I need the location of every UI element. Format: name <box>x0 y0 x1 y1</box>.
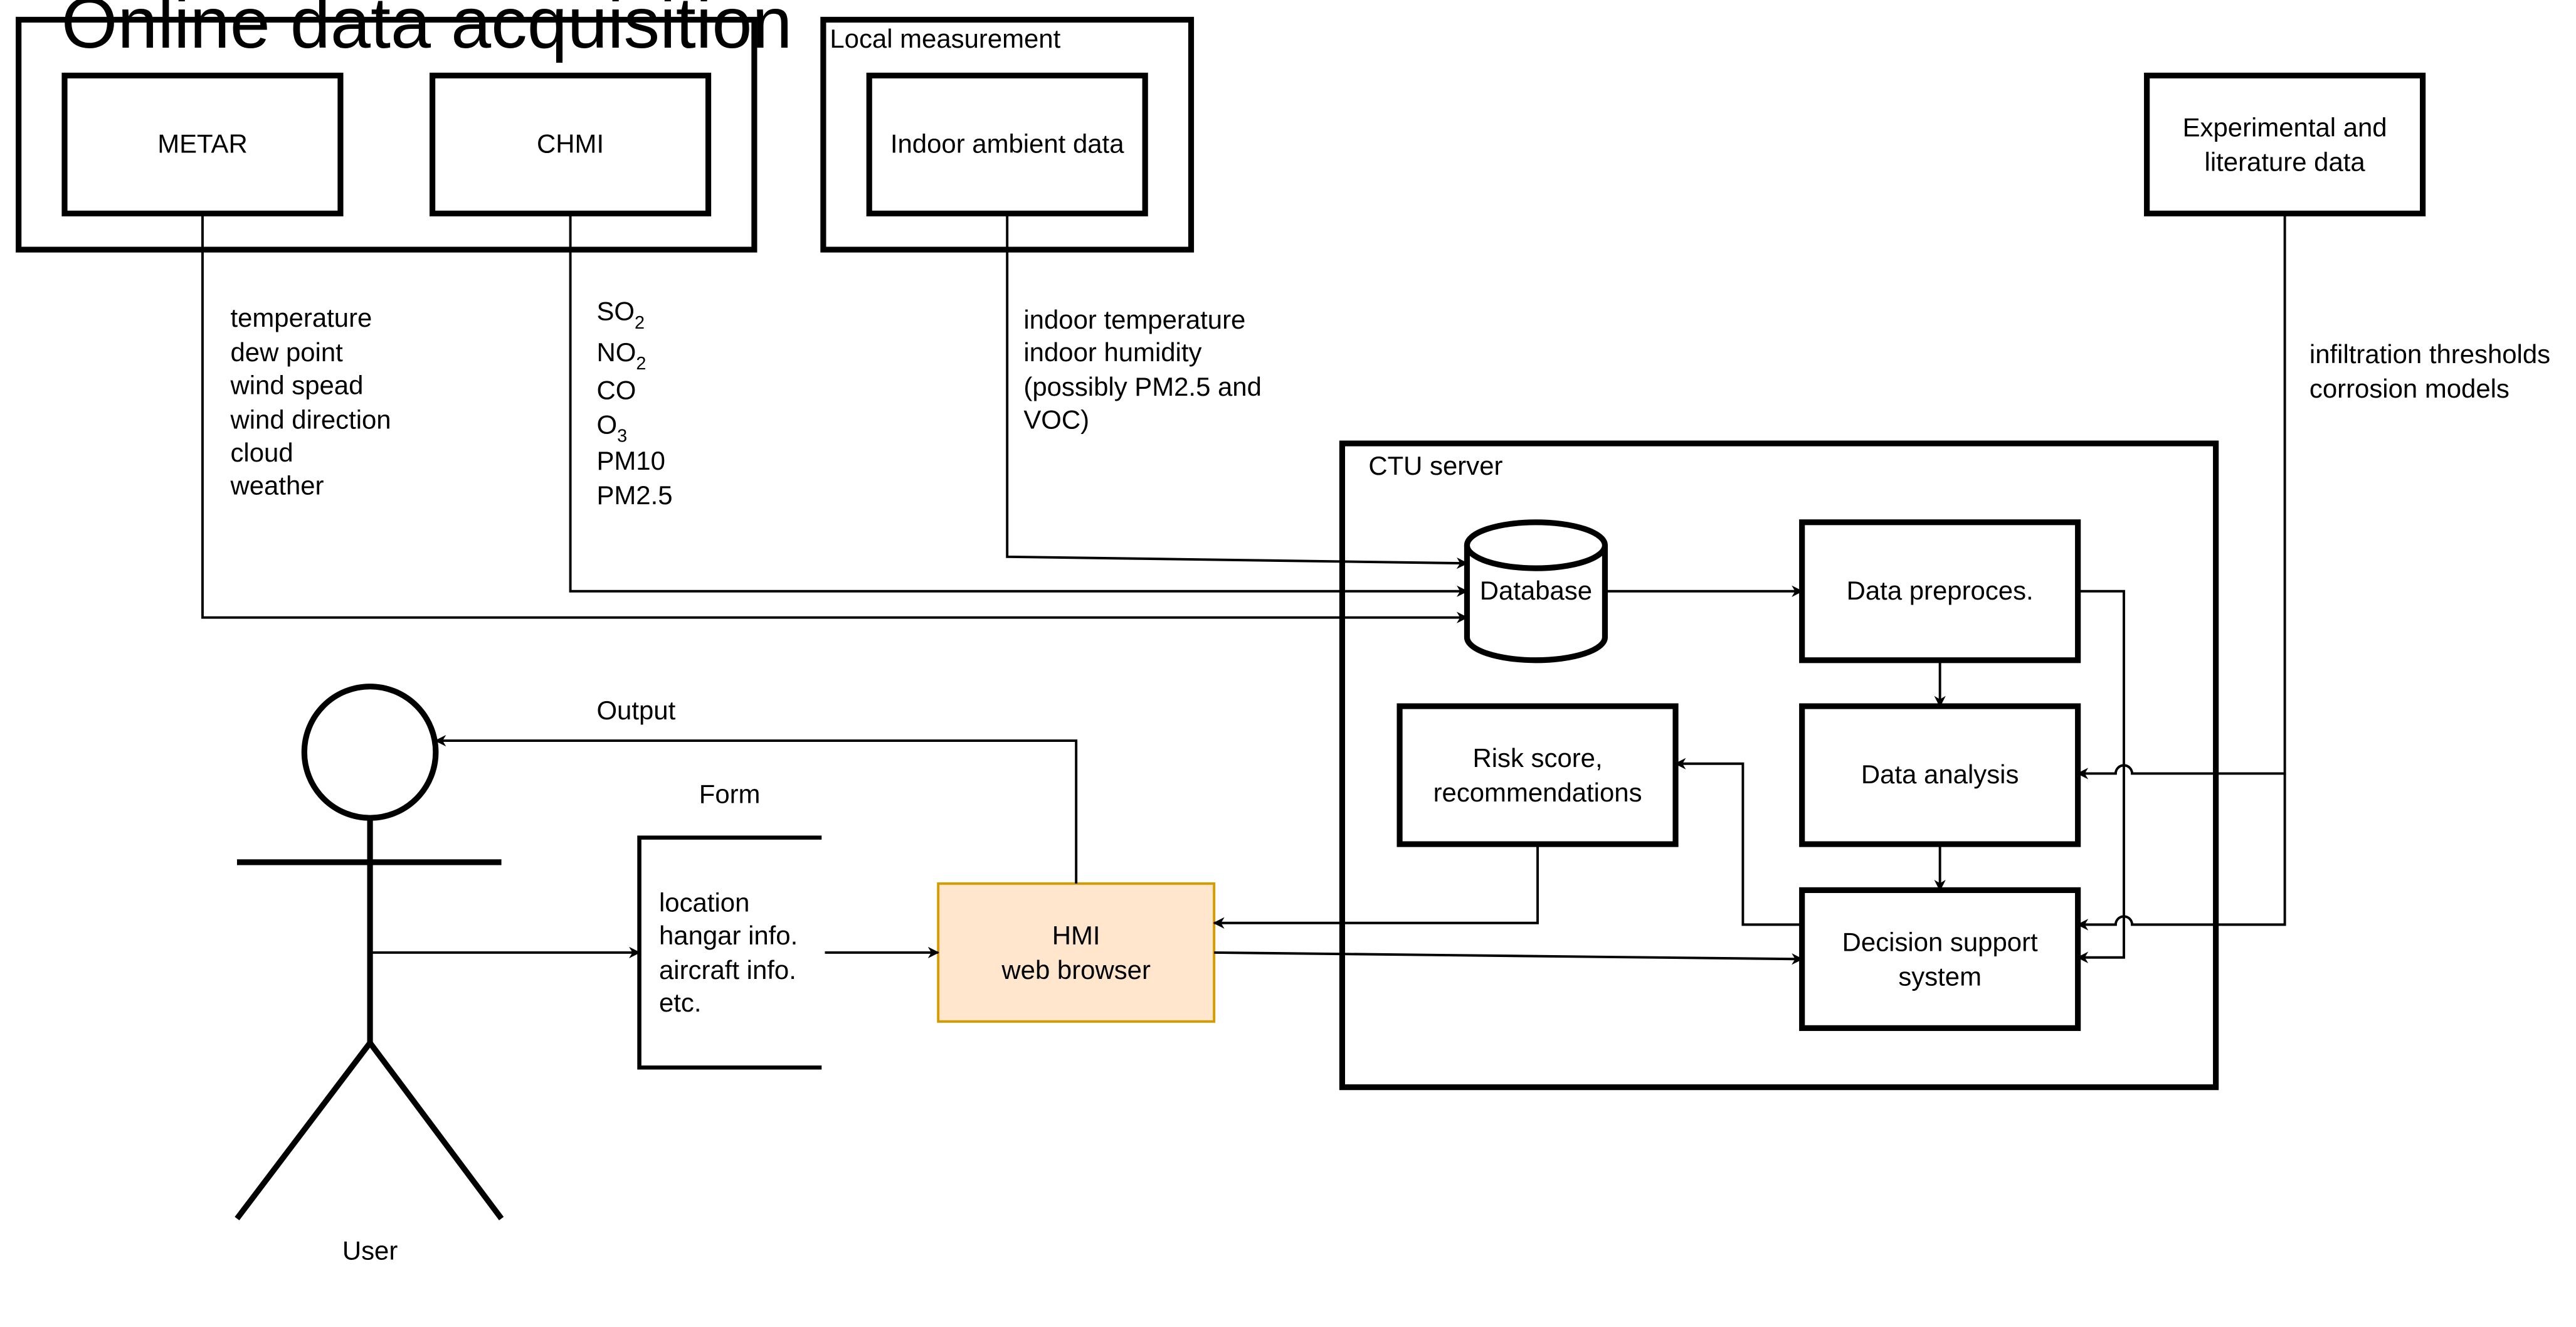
indoor-param: indoor temperature <box>1023 305 1245 334</box>
risk-score-box <box>1396 703 1679 847</box>
hmi-web-browser-box <box>937 882 1216 1023</box>
metar-label: METAR <box>157 129 248 159</box>
chmi-param-no2: NO2 <box>596 337 646 374</box>
metar-param: temperature <box>230 303 372 332</box>
indoor-ambient-label: Indoor ambient data <box>890 129 1124 159</box>
hmi-label-line1: HMI <box>1052 921 1101 950</box>
experimental-param: corrosion models <box>2309 374 2510 403</box>
ctu-server-group <box>1339 440 2219 1091</box>
metar-param: wind direction <box>230 405 391 435</box>
online-acquisition-group <box>16 16 757 253</box>
chmi-parameters: SO2 NO2 CO O3 PM10 PM2.5 <box>596 297 672 510</box>
output-label: Output <box>596 695 675 725</box>
experimental-param: infiltration thresholds <box>2309 339 2550 369</box>
dss-to-risk-edge <box>1674 758 1802 926</box>
form-item: etc. <box>659 988 702 1017</box>
online-acquisition-label: Online data acquisition <box>61 0 793 63</box>
metar-to-database-edge <box>201 213 1469 623</box>
data-analysis-label: Data analysis <box>1861 759 2019 789</box>
indoor-param: indoor humidity <box>1023 337 1201 367</box>
indoor-parameters: indoor temperature indoor humidity (poss… <box>1023 305 1262 435</box>
hmi-to-user-output-edge <box>435 734 1078 884</box>
chmi-param-pm10: PM10 <box>596 446 665 475</box>
chmi-label: CHMI <box>537 129 604 159</box>
experimental-data-box <box>2144 72 2426 217</box>
preproc-to-dss-edge <box>2076 589 2125 963</box>
user-label: User <box>342 1236 398 1266</box>
experimental-data-label-line2: literature data <box>2205 147 2366 176</box>
risk-score-label-line1: Risk score, <box>1472 743 1602 773</box>
decision-support-label-line2: system <box>1898 961 1982 991</box>
chmi-to-database-edge <box>569 213 1469 597</box>
database-cylinder <box>1464 519 1608 664</box>
form-item: location <box>659 887 749 917</box>
decision-support-box <box>1799 887 2081 1031</box>
metar-param: weather <box>230 470 324 500</box>
experimental-parameters: infiltration thresholds corrosion models <box>2309 339 2550 403</box>
hmi-to-dss-edge <box>1214 951 1803 965</box>
experimental-to-dss-edge <box>2076 773 2286 931</box>
data-preproc-label: Data preproces. <box>1847 576 2034 605</box>
chmi-param-o3: O3 <box>596 410 627 446</box>
metar-param: dew point <box>230 337 343 367</box>
risk-to-hmi-edge <box>1213 844 1539 929</box>
decision-support-label-line1: Decision support <box>1842 927 2038 956</box>
form-bracket <box>637 835 822 1070</box>
form-item: hangar info. <box>659 921 798 950</box>
chmi-param-co: CO <box>596 375 636 404</box>
metar-box <box>61 72 344 217</box>
form-title: Form <box>699 780 761 809</box>
indoor-to-database-edge <box>1006 213 1469 569</box>
local-measurement-label: Local measurement <box>830 24 1060 53</box>
metar-param: wind spead <box>230 371 363 400</box>
chmi-param-so2: SO2 <box>596 297 645 333</box>
ctu-server-label: CTU server <box>1368 451 1502 480</box>
database-label: Database <box>1480 576 1592 605</box>
form-item: aircraft info. <box>659 955 796 985</box>
user-actor-icon <box>235 684 504 1220</box>
metar-param: cloud <box>230 438 293 467</box>
metar-parameters: temperature dew point wind spead wind di… <box>230 303 391 500</box>
experimental-to-analysis-edge <box>2076 213 2286 780</box>
indoor-param: (possibly PM2.5 and <box>1023 372 1262 401</box>
hmi-label-line2: web browser <box>1001 955 1151 985</box>
indoor-ambient-box <box>866 72 1148 217</box>
chmi-param-pm25: PM2.5 <box>596 480 672 510</box>
experimental-data-label-line1: Experimental and <box>2183 112 2387 142</box>
form-items: location hangar info. aircraft info. etc… <box>659 887 798 1017</box>
indoor-param: VOC) <box>1023 405 1089 435</box>
risk-score-label-line2: recommendations <box>1433 778 1642 807</box>
